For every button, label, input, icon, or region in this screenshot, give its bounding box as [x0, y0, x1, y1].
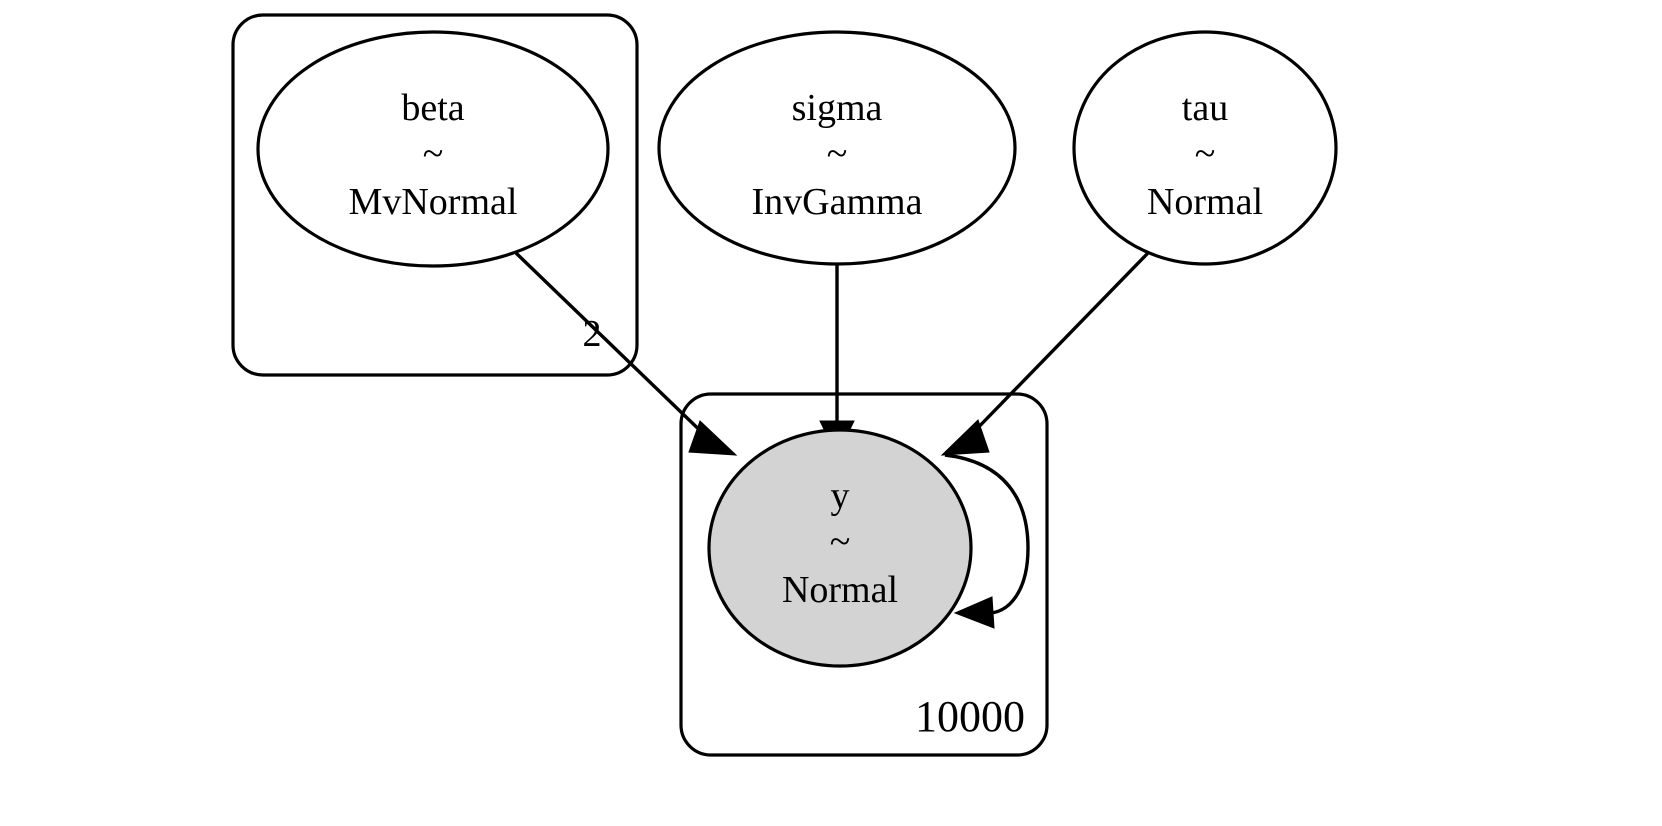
edge-y-self-loop[interactable] [944, 453, 1030, 629]
node-sigma-ellipse [657, 30, 1017, 266]
plate-y-border [679, 392, 1049, 757]
edge-beta-to-y-arrowhead [688, 420, 738, 456]
edge-y-self-loop-line [944, 453, 1030, 615]
node-y-ellipse [707, 428, 973, 668]
node-beta-distribution: MvNormal [349, 181, 518, 223]
node-beta-ellipse [256, 30, 610, 268]
node-y[interactable]: y ~ Normal [707, 428, 973, 668]
node-sigma[interactable]: sigma ~ InvGamma [657, 30, 1017, 266]
edge-beta-to-y-label: 2 [583, 313, 602, 355]
edge-sigma-to-y[interactable] [819, 263, 855, 458]
node-tau-name: tau [1182, 87, 1228, 129]
node-beta-tilde: ~ [423, 133, 444, 175]
node-y-tilde: ~ [830, 521, 851, 563]
node-beta[interactable]: beta ~ MvNormal [256, 30, 610, 268]
node-sigma-distribution: InvGamma [752, 181, 923, 223]
node-tau[interactable]: tau ~ Normal [1072, 30, 1338, 266]
edge-y-self-loop-arrowhead [953, 596, 995, 629]
node-y-distribution: Normal [782, 569, 898, 611]
node-tau-ellipse [1072, 30, 1338, 266]
edge-beta-to-y[interactable]: 2 [514, 251, 738, 456]
node-tau-tilde: ~ [1195, 133, 1216, 175]
node-sigma-tilde: ~ [827, 133, 848, 175]
edge-tau-to-y-arrowhead [940, 419, 990, 456]
edge-beta-to-y-line [514, 251, 714, 444]
node-y-name: y [831, 475, 850, 517]
node-beta-name: beta [401, 87, 464, 129]
plate-y-label: 10000 [915, 692, 1025, 741]
edge-tau-to-y[interactable] [940, 251, 1150, 456]
plate-beta [231, 13, 639, 377]
edge-tau-to-y-line [964, 251, 1150, 442]
node-sigma-name: sigma [792, 87, 883, 129]
plate-y: 10000 [679, 392, 1049, 757]
plate-beta-border [231, 13, 639, 377]
node-tau-distribution: Normal [1147, 181, 1263, 223]
